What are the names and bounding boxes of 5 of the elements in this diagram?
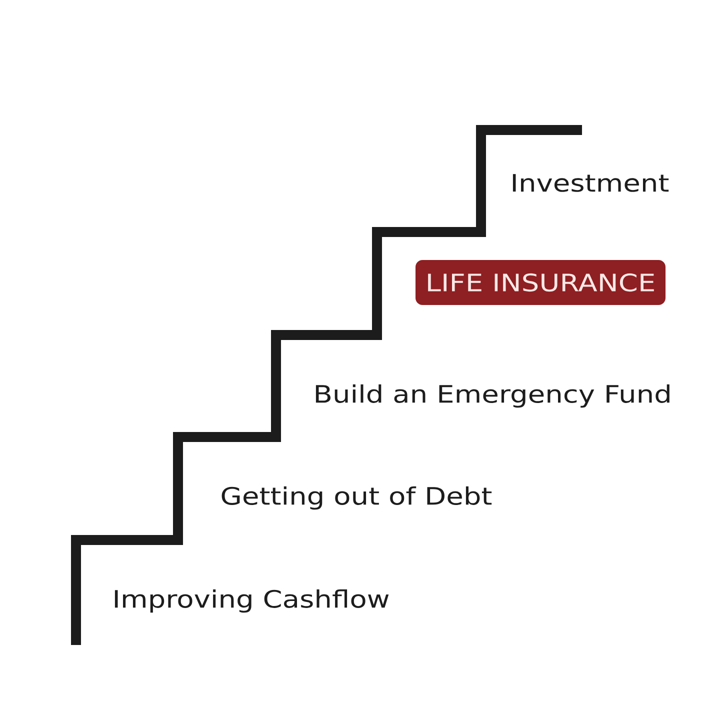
highlight-badge: LIFE INSURANCE xyxy=(416,260,666,305)
step-label: Improving Cashflow xyxy=(114,589,389,613)
step-label: Build an Emergency Fund xyxy=(316,384,670,408)
step-label: Getting out of Debt xyxy=(222,486,492,510)
step-label: Investment xyxy=(512,174,669,192)
